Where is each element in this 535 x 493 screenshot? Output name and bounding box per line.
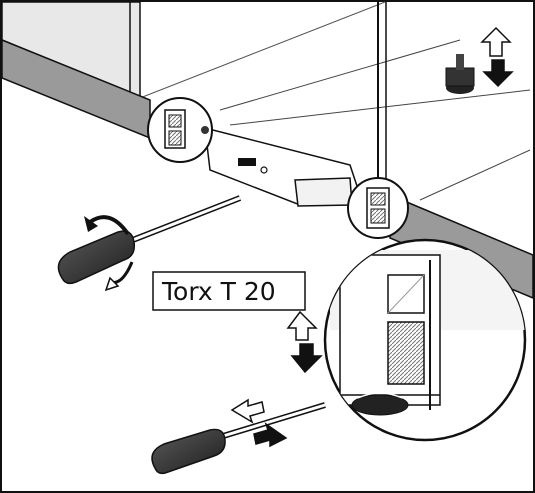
- magnifier-circle-icon: [323, 238, 527, 442]
- down-arrow-icon: [482, 59, 514, 88]
- screwdriver-icon: [57, 195, 242, 285]
- bracket-block: [294, 177, 353, 207]
- detail-left-slot-bottom: [168, 130, 182, 146]
- detail-left-screw: [201, 126, 209, 134]
- floor-line-1: [139, 1, 386, 99]
- bracket-slots: [238, 158, 256, 166]
- detail-right-slot-bottom: [370, 208, 386, 224]
- up-arrow-icon: [480, 26, 512, 57]
- rotation-arrow-icon: [84, 215, 134, 292]
- tool-label-box: Torx T 20: [152, 271, 306, 311]
- detail-left-slot-top: [168, 114, 182, 128]
- down-arrow-icon: [290, 343, 323, 374]
- up-arrow-icon: [286, 310, 318, 341]
- bracket-hole: [260, 166, 268, 174]
- left-arrow-icon: [230, 398, 265, 424]
- floor-line-2: [219, 39, 461, 111]
- detail-right-slot-top: [370, 192, 386, 206]
- floor-line-3: [229, 89, 531, 126]
- screwdriver-icon: [151, 402, 326, 475]
- adjustable-foot-icon: [445, 54, 475, 94]
- floor-line-4: [419, 149, 531, 201]
- right-arrow-icon: [253, 422, 288, 448]
- tool-label: Torx T 20: [161, 277, 276, 306]
